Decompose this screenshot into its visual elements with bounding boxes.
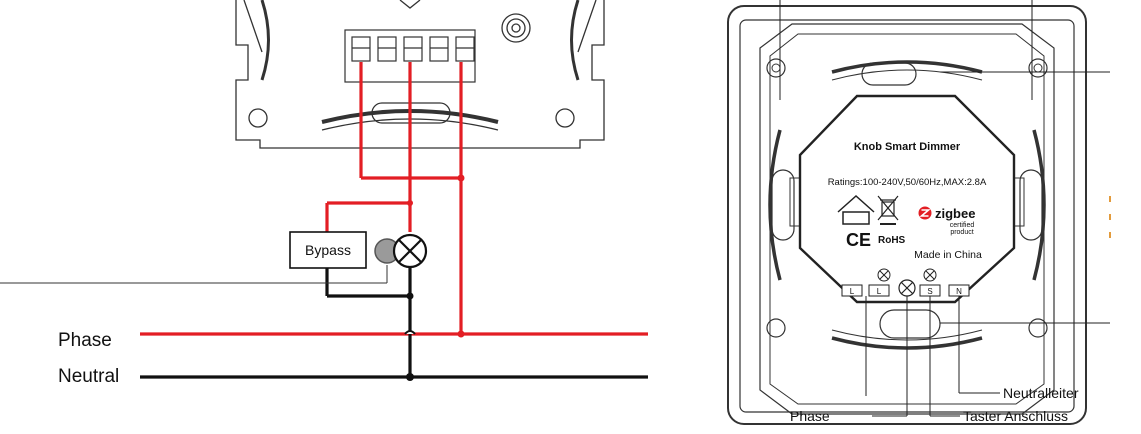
phase-junction <box>457 330 465 338</box>
phase-junction <box>407 200 413 206</box>
ce-mark: CE <box>846 230 871 250</box>
callout-phase: Phase <box>790 408 830 424</box>
terminal-label: L <box>850 287 855 296</box>
terminal-label: L <box>877 287 882 296</box>
dimmer-octagon <box>798 94 1016 304</box>
device-title: Knob Smart Dimmer <box>854 141 961 153</box>
terminal-label: S <box>927 287 932 296</box>
dimmer-module-outline <box>235 0 605 149</box>
callout-neutralleiter: Neutralleiter <box>1003 385 1079 401</box>
device-terminals: L L S N <box>841 279 970 297</box>
bypass-box <box>289 231 367 269</box>
neutral-junction <box>406 373 414 381</box>
neutral-junction <box>406 292 414 300</box>
lamp-icon <box>392 233 428 269</box>
callout-taster: Taster Anschluss <box>963 408 1068 424</box>
neutral-label: Neutral <box>58 366 119 387</box>
terminal-screw-icon <box>877 268 937 282</box>
zigbee-certified: certified <box>950 222 975 229</box>
made-in-label: Made in China <box>914 249 982 261</box>
bypass-label: Bypass <box>305 242 351 258</box>
edge-marks <box>1109 196 1111 238</box>
rohs-mark: RoHS <box>878 235 906 246</box>
zigbee-brand: zigbee <box>935 206 975 221</box>
callout-leaders <box>779 0 1110 417</box>
wire-crossover <box>404 330 416 335</box>
neutral-wires <box>140 268 648 379</box>
control-wire <box>0 265 388 284</box>
phase-label: Phase <box>58 330 112 351</box>
weee-bin-icon <box>877 195 899 225</box>
zigbee-mark-icon <box>919 209 931 217</box>
terminal-label: N <box>956 287 962 296</box>
indoor-use-icon <box>837 194 875 225</box>
zigbee-product: product <box>950 229 973 236</box>
device-ratings: Ratings:100-240V,50/60Hz,MAX:2.8A <box>828 177 987 188</box>
phase-junction <box>457 174 465 182</box>
